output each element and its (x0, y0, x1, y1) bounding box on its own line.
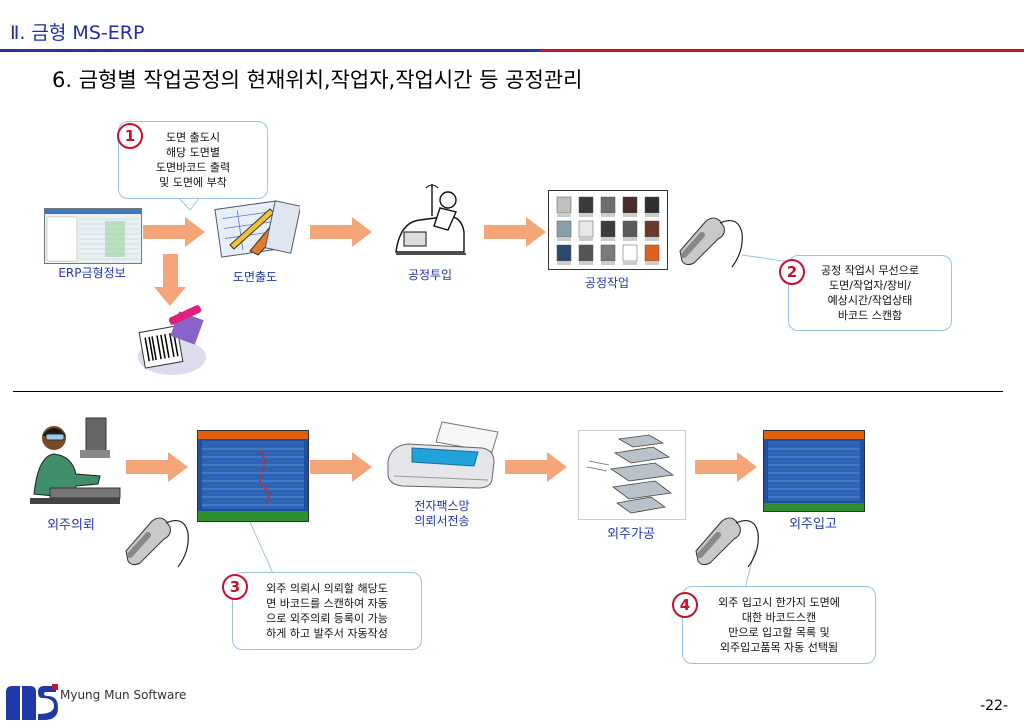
callout-4-line: 외주입고품목 자동 선택됨 (719, 641, 839, 654)
e-fax-label-2: 의뢰서전송 (414, 514, 470, 528)
callout-1-line: 및 도면에 부착 (159, 176, 227, 189)
outsourcing-request-image (20, 414, 122, 510)
process-work-label: 공정작업 (584, 276, 630, 290)
callout-1-line: 도면바코드 출력 (155, 161, 231, 174)
callout-4-line: 만으로 입고할 목록 및 (728, 626, 830, 639)
erp-label: ERP금형정보 (58, 266, 126, 280)
callout-3-line: 으로 외주의뢰 등록이 가능 (266, 612, 388, 625)
company-logo (4, 684, 58, 722)
header-rule-red (540, 49, 1024, 52)
step-number-4: 4 (672, 592, 698, 618)
callout-1-line: 도면 출도시 (165, 131, 221, 144)
barcode-scanner-icon (688, 505, 768, 575)
arrow-processing-to-receiving (695, 452, 757, 482)
callout-4-line: 대한 바코드스캔 (741, 611, 817, 624)
arrow-request-to-screen (126, 452, 188, 482)
header-rule-blue (0, 49, 540, 52)
callout-2-line: 바코드 스캔함 (837, 309, 903, 322)
callout-3-pointer (249, 521, 292, 579)
arrow-erp-to-drawing (143, 217, 205, 247)
callout-1: 도면 출도시 해당 도면별 도면바코드 출력 및 도면에 부착 (118, 121, 268, 199)
step-number-3: 3 (222, 574, 248, 600)
callout-2-line: 도면/작업자/장비/ (829, 279, 911, 292)
callout-3-line: 면 바코드를 스캔하여 자동 (266, 597, 388, 610)
callout-3: 외주 의뢰시 의뢰할 해당도 면 바코드를 스캔하여 자동 으로 외주의뢰 등록… (232, 572, 422, 650)
callout-3-line: 하게 하고 발주서 자동작성 (266, 627, 388, 640)
callout-2-line: 공정 작업시 무선으로 (820, 264, 920, 277)
callout-2: 공정 작업시 무선으로 도면/작업자/장비/ 예상시간/작업상태 바코드 스캔함 (788, 255, 952, 331)
arrow-fax-to-processing (505, 452, 567, 482)
callout-1-line: 해당 도면별 (165, 146, 221, 159)
drawing-output-label: 도면출도 (232, 270, 278, 284)
callout-3-line: 외주 의뢰시 의뢰할 해당도 (266, 582, 388, 595)
callout-2-line: 예상시간/작업상태 (827, 294, 913, 307)
e-fax-label-1: 전자팩스망 (414, 499, 470, 513)
process-input-label: 공정투입 (407, 268, 453, 282)
outsourcing-request-label: 외주의뢰 (47, 518, 95, 533)
thumbnail-grid (556, 196, 660, 265)
callout-4-line: 외주 입고시 한가지 도면에 (718, 596, 840, 609)
section-divider (13, 391, 1003, 392)
outsourcing-screen-image (197, 430, 309, 522)
arrow-erp-down (154, 254, 186, 306)
company-name: Myung Mun Software (60, 688, 187, 702)
step-number-2: 2 (779, 259, 805, 285)
page-title: 6. 금형별 작업공정의 현재위치,작업자,작업시간 등 공정관리 (52, 68, 583, 92)
callout-1-pointer (177, 196, 201, 211)
barcode-scanner-icon (672, 205, 752, 275)
receiving-label: 외주입고 (789, 517, 837, 532)
receiving-screen-image (763, 430, 865, 512)
outsourcing-processing-image (578, 430, 686, 520)
callout-4: 외주 입고시 한가지 도면에 대한 바코드스캔 만으로 입고할 목록 및 외주입… (682, 586, 876, 664)
drawing-output-image (210, 195, 302, 265)
barcode-label-image (132, 305, 212, 377)
barcode-scanner-icon (118, 505, 198, 575)
process-input-image (390, 182, 470, 264)
process-work-panel (548, 190, 668, 270)
page-number: -22- (980, 698, 1008, 714)
arrow-input-to-work (484, 217, 546, 247)
arrow-screen-to-fax (310, 452, 372, 482)
e-fax-printer-image (382, 418, 502, 494)
step-number-1: 1 (117, 123, 143, 149)
outsourcing-processing-label: 외주가공 (607, 527, 655, 542)
section-title: Ⅱ. 금형 MS-ERP (10, 22, 145, 44)
arrow-drawing-to-input (310, 217, 372, 247)
erp-screen-image (44, 208, 142, 264)
